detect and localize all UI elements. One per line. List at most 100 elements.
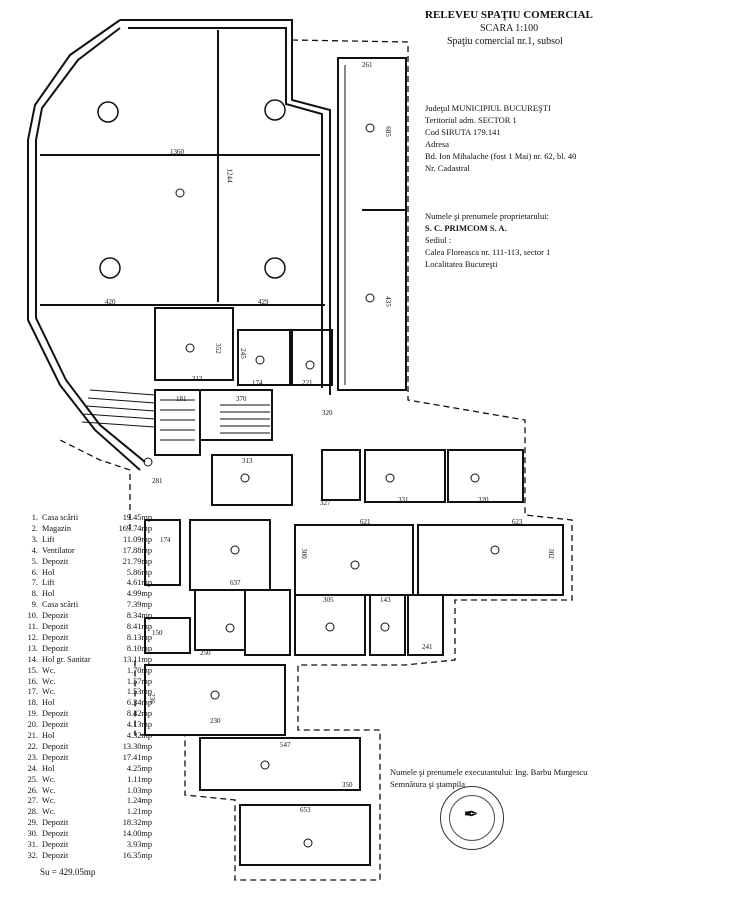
right-corridor — [337, 57, 407, 391]
legend-row: 4. Ventilator 17.88mp — [18, 545, 152, 555]
legend-room-name: Hol — [42, 698, 55, 708]
owner-seat-label: Sediul : — [425, 235, 452, 245]
legend-number: 27. — [27, 796, 38, 806]
legend-room-name: Wc. — [42, 687, 56, 697]
dim-label: 320 — [322, 409, 333, 417]
legend-number: 19. — [27, 709, 38, 719]
legend-row: 17.Wc.1.53mp — [18, 687, 152, 697]
legend-number: 5. — [31, 556, 38, 566]
legend-room-name: Wc. — [42, 785, 56, 795]
legend-area: 1.11mp — [127, 774, 152, 784]
legend-area: 8.13mp — [126, 632, 152, 642]
drawing-subtitle: Spaţiu comercial nr.1, subsol — [447, 36, 563, 47]
legend-number: 31. — [27, 840, 38, 849]
legend-area: 4.13mp — [126, 720, 152, 730]
legend-room-name: Depozit — [42, 709, 69, 719]
legend-area: 5.86mp — [126, 567, 152, 577]
legend-area: 169.74mp — [118, 523, 152, 533]
dim-label: 327 — [320, 499, 331, 507]
legend-room-name: Lift — [42, 578, 55, 588]
location-county: Judeţul MUNICIPIUL BUCUREŞTI — [425, 103, 551, 113]
location-address-label: Adresa — [425, 139, 450, 149]
legend-room-name: Depozit — [42, 752, 69, 762]
legend-number: 20. — [27, 720, 38, 730]
inner-rooms — [81, 307, 564, 866]
legend-number: 1. — [31, 513, 38, 522]
location-cadastral: Nr. Cadastral — [425, 163, 470, 173]
legend-room-name: Hol — [42, 589, 55, 599]
legend-area: 4.99mp — [126, 589, 152, 599]
legend-room-name: Lift — [42, 534, 55, 544]
legend-number: 16. — [27, 676, 38, 686]
legend-number: 11. — [27, 622, 38, 631]
dim-label: 305 — [323, 596, 334, 604]
dim-label: 221 — [302, 379, 313, 387]
legend-area: 4.61mp — [126, 578, 152, 588]
legend-area: 8.10mp — [126, 643, 152, 653]
legend-number: 32. — [27, 850, 38, 860]
legend-area: 4.32mp — [126, 731, 152, 740]
dim-label: 435 — [383, 296, 392, 307]
legend-area: 17.88mp — [122, 545, 152, 555]
legend-number: 28. — [27, 807, 38, 817]
legend-room-name: Ventilator — [42, 545, 75, 555]
legend-room-name: Depozit — [42, 840, 69, 849]
legend-area: 8.34mp — [126, 611, 152, 621]
legend-room-name: Wc. — [42, 774, 56, 784]
outer-walls — [27, 19, 331, 471]
legend-number: 2. — [31, 523, 38, 533]
legend-number: 23. — [27, 752, 38, 762]
legend-number: 30. — [27, 829, 38, 839]
legend-area: 14.00mp — [122, 829, 152, 839]
total-area: Su = 429.05mp — [40, 867, 96, 877]
legend-area: 1.24mp — [126, 796, 152, 806]
legend-room-name: Depozit — [42, 556, 69, 566]
legend-area: 1.70mp — [126, 665, 152, 675]
legend-area: 1.03mp — [126, 785, 152, 795]
legend-room-name: Depozit — [42, 643, 69, 653]
legend-room-name: Hol — [42, 731, 55, 740]
legend-number: 13. — [27, 643, 38, 653]
legend-room-name: Hol — [42, 763, 55, 773]
legend-area: 1.57mp — [126, 676, 152, 686]
dim-label: 320 — [478, 496, 489, 504]
dim-label: 302 — [546, 548, 555, 559]
legend-number: 6. — [31, 567, 38, 577]
legend-area: 11.09mp — [123, 534, 152, 544]
room-numbers — [143, 123, 500, 848]
legend-number: 29. — [27, 818, 38, 828]
dim-label: 250 — [200, 649, 211, 657]
dim-label: 313 — [242, 457, 253, 465]
legend-room-name: Depozit — [42, 632, 69, 642]
legend-row: 23. Depozit 17.41mp — [18, 752, 152, 762]
legend-area: 1.21mp — [126, 807, 152, 817]
legend-area: 17.41mp — [122, 752, 152, 762]
legend-number: 24. — [27, 763, 38, 773]
executor-label: Numele şi prenumele executantului: Ing. … — [390, 767, 588, 777]
legend-area: 18.32mp — [122, 818, 152, 828]
legend-area: 19.45mp — [122, 513, 152, 522]
legend-room-name: Hol gr. Sanitar — [42, 654, 91, 664]
stamp-seal — [440, 786, 504, 850]
dim-label: 429 — [258, 298, 269, 306]
dim-label: 621 — [360, 518, 371, 526]
dim-label: 245 — [238, 348, 247, 359]
legend-number: 4. — [31, 545, 38, 555]
dim-label: 420 — [105, 298, 116, 306]
owner-city: Localitatea Bucureşti — [425, 259, 498, 269]
legend-row: 25.Wc.1.11mp — [18, 774, 152, 784]
location-sector: Teritoriul adm. SECTOR 1 — [425, 115, 517, 125]
